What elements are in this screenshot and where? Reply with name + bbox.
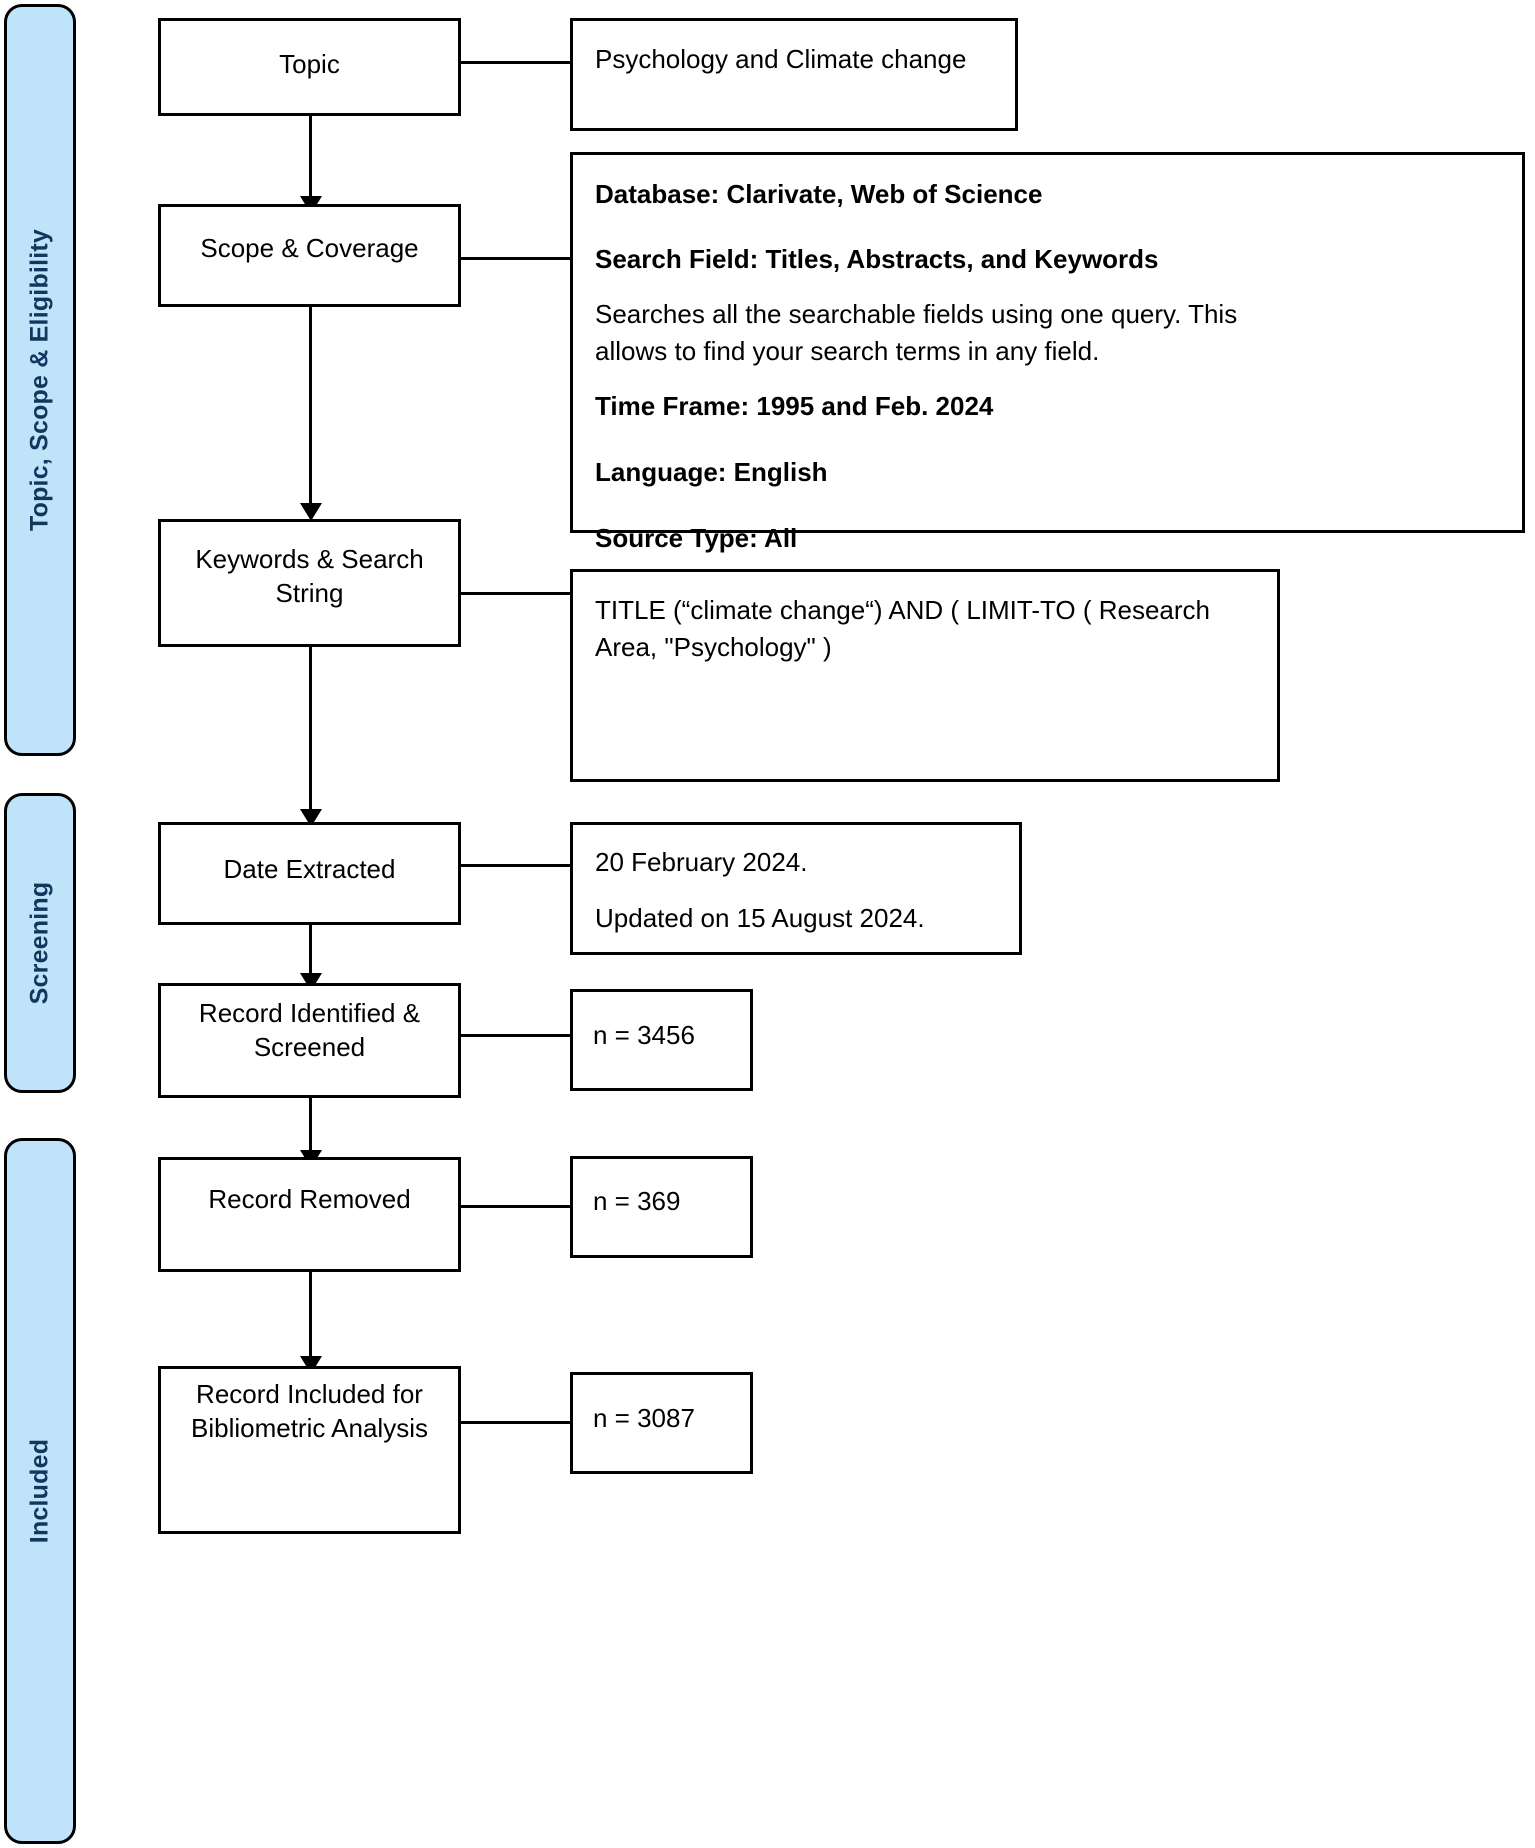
detail-scope-search-field-note-line1: Searches all the searchable fields using…: [595, 299, 1238, 329]
connector-scope-to-keywords: [309, 307, 312, 507]
detail-date-extracted-line1: 20 February 2024.: [595, 847, 808, 877]
detail-box-removed-count: n = 369: [570, 1156, 753, 1258]
detail-scope-search-field: Search Field: Titles, Abstracts, and Key…: [595, 244, 1159, 274]
node-record-identified-screened-label-line1: Record Identified &: [198, 998, 421, 1028]
detail-scope-time-frame: Time Frame: 1995 and Feb. 2024: [595, 391, 994, 421]
node-record-removed-label: Record Removed: [208, 1184, 411, 1214]
detail-scope-source-type: Source Type: All: [595, 523, 798, 553]
leader-topic-detail: [460, 61, 573, 64]
node-topic-label: Topic: [279, 49, 340, 79]
phase-rail-label-included: Included: [25, 1438, 54, 1544]
detail-topic-text: Psychology and Climate change: [595, 44, 967, 74]
node-record-identified-screened[interactable]: Record Identified & Screened: [158, 983, 461, 1098]
phase-rail-topic-scope-eligibility: Topic, Scope & Eligibility: [4, 4, 76, 756]
phase-rail-label-topic-scope-eligibility: Topic, Scope & Eligibility: [25, 229, 54, 531]
node-keywords-search-string-label-line1: Keywords & Search: [195, 544, 424, 574]
phase-rail-included: Included: [4, 1138, 76, 1844]
leader-search-string-detail: [460, 592, 573, 595]
detail-box-scope-coverage: Database: Clarivate, Web of Science Sear…: [570, 152, 1525, 553]
detail-box-topic: Psychology and Climate change: [570, 18, 1018, 131]
detail-scope-database: Database: Clarivate, Web of Science: [595, 179, 1043, 209]
detail-removed-count-text: n = 369: [593, 1186, 681, 1216]
node-topic[interactable]: Topic: [158, 18, 461, 116]
phase-rail-label-screening: Screening: [25, 881, 54, 1005]
connector-screened-to-removed: [309, 1098, 312, 1154]
phase-rail-screening: Screening: [4, 793, 76, 1093]
leader-date-detail: [460, 864, 573, 867]
connector-topic-to-scope: [309, 116, 312, 200]
node-keywords-search-string-label-line2: String: [275, 578, 344, 608]
detail-included-count-text: n = 3087: [593, 1403, 695, 1433]
node-record-removed[interactable]: Record Removed: [158, 1157, 461, 1272]
detail-scope-language: Language: English: [595, 457, 828, 487]
detail-box-included-count: n = 3087: [570, 1372, 753, 1474]
node-scope-coverage-label: Scope & Coverage: [200, 233, 419, 263]
leader-scope-detail: [460, 257, 573, 260]
node-date-extracted[interactable]: Date Extracted: [158, 822, 461, 925]
leader-included-count: [460, 1421, 573, 1424]
connector-date-to-screened: [309, 925, 312, 977]
node-record-included-bibliometric-label-line2: Bibliometric Analysis: [191, 1413, 428, 1443]
connector-removed-to-included: [309, 1272, 312, 1360]
arrowhead-scope-to-keywords: [300, 503, 322, 521]
node-record-included-bibliometric-label-line1: Record Included for: [196, 1379, 423, 1409]
detail-date-extracted-line2: Updated on 15 August 2024.: [595, 903, 925, 933]
detail-search-string-line2: Area, "Psychology" ): [595, 632, 832, 662]
detail-box-date-extracted: 20 February 2024. Updated on 15 August 2…: [570, 822, 1022, 955]
detail-box-search-string: TITLE (“climate change“) AND ( LIMIT-TO …: [570, 569, 1280, 782]
node-date-extracted-label: Date Extracted: [223, 854, 396, 884]
node-keywords-search-string[interactable]: Keywords & Search String: [158, 519, 461, 647]
leader-removed-count: [460, 1205, 573, 1208]
node-scope-coverage[interactable]: Scope & Coverage: [158, 204, 461, 307]
leader-screened-count: [460, 1034, 573, 1037]
detail-scope-search-field-note-line2: allows to find your search terms in any …: [595, 336, 1100, 366]
node-record-identified-screened-label-line2: Screened: [253, 1032, 366, 1062]
connector-keywords-to-date: [309, 647, 312, 813]
node-record-included-bibliometric[interactable]: Record Included for Bibliometric Analysi…: [158, 1366, 461, 1534]
detail-search-string-line1: TITLE (“climate change“) AND ( LIMIT-TO …: [595, 595, 1210, 625]
detail-screened-count-text: n = 3456: [593, 1020, 695, 1050]
detail-box-screened-count: n = 3456: [570, 989, 753, 1091]
